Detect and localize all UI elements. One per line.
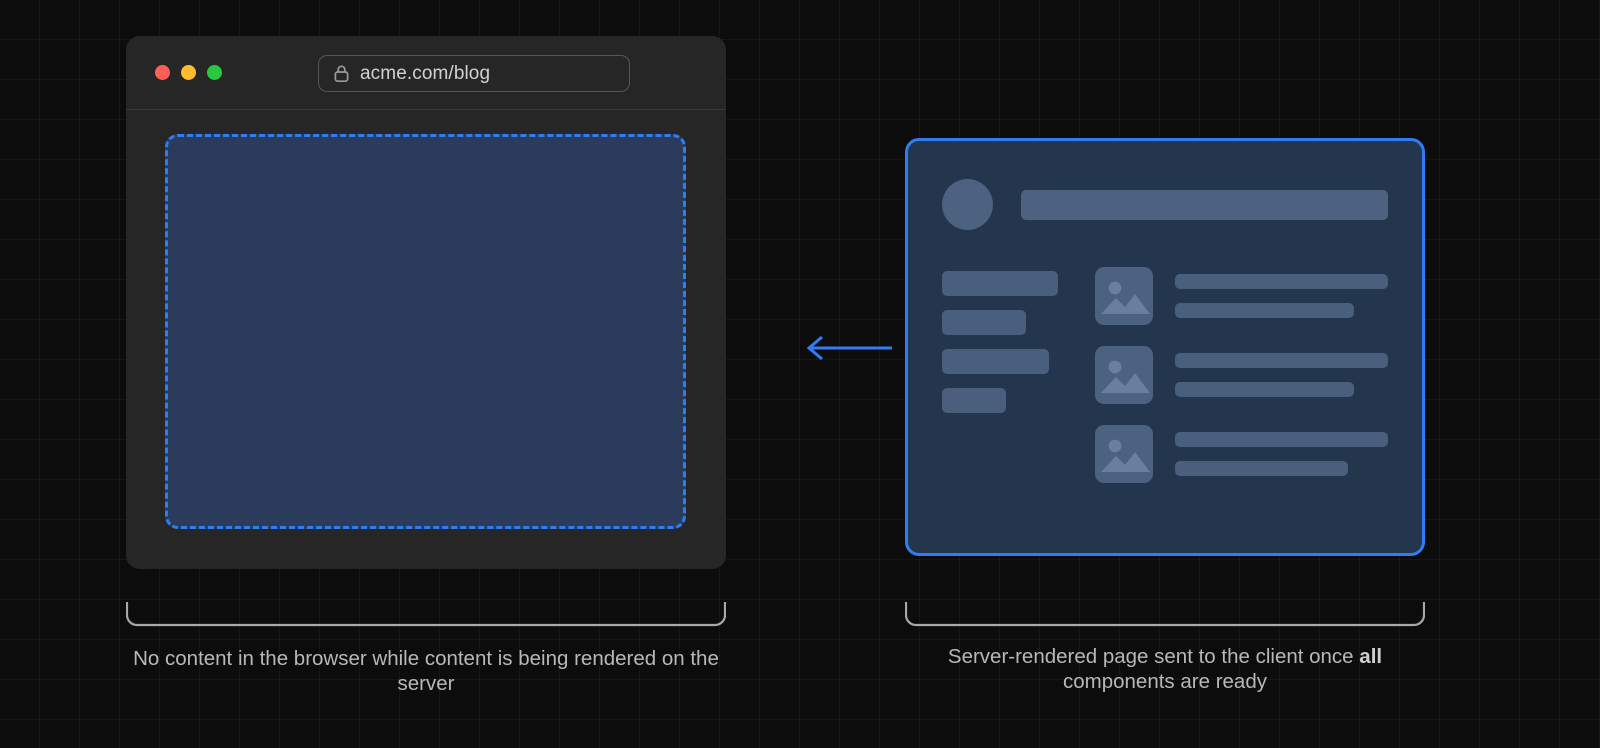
text-line-placeholder [1175, 432, 1388, 447]
sidebar-item-placeholder [942, 310, 1026, 335]
browser-titlebar: acme.com/blog [126, 36, 726, 110]
address-bar-text: acme.com/blog [360, 62, 491, 84]
browser-window: acme.com/blog [126, 36, 726, 569]
caption-right-emphasis: all [1359, 645, 1383, 668]
text-line-placeholder [1175, 382, 1354, 397]
caption-right-before: Server-rendered page sent to the client … [947, 645, 1360, 668]
server-rendered-page [905, 138, 1425, 556]
text-line-placeholder [1175, 303, 1354, 318]
image-placeholder-icon [1095, 346, 1153, 404]
avatar [942, 179, 993, 230]
article-text-lines [1175, 346, 1388, 397]
sidebar-item-placeholder [942, 271, 1058, 296]
image-placeholder-icon [1095, 267, 1153, 325]
caption-right: Server-rendered page sent to the client … [905, 644, 1425, 694]
image-placeholder-icon [1095, 425, 1153, 483]
page-title-placeholder [1021, 189, 1388, 220]
empty-content-placeholder [165, 134, 686, 529]
list-item [1095, 346, 1388, 404]
list-item [1095, 425, 1388, 483]
text-line-placeholder [1175, 274, 1388, 289]
sidebar-item-placeholder [942, 349, 1049, 374]
close-button[interactable] [155, 65, 170, 80]
article-list [1095, 265, 1388, 483]
sidebar-skeleton [942, 265, 1058, 483]
browser-viewport [126, 110, 726, 569]
minimize-button[interactable] [181, 65, 196, 80]
lock-icon [333, 64, 350, 83]
address-bar[interactable]: acme.com/blog [318, 55, 630, 92]
maximize-button[interactable] [207, 65, 222, 80]
list-item [1095, 267, 1388, 325]
sidebar-item-placeholder [942, 388, 1006, 413]
text-line-placeholder [1175, 353, 1388, 368]
window-controls [155, 65, 222, 80]
page-body [908, 230, 1422, 483]
brace-right [904, 601, 1426, 627]
article-text-lines [1175, 267, 1388, 318]
arrow-left-icon [800, 330, 892, 366]
article-text-lines [1175, 425, 1388, 476]
brace-left [125, 601, 727, 627]
text-line-placeholder [1175, 461, 1348, 476]
page-header [908, 141, 1422, 230]
caption-left: No content in the browser while content … [133, 647, 719, 695]
caption-right-after: components are ready [1063, 670, 1267, 693]
